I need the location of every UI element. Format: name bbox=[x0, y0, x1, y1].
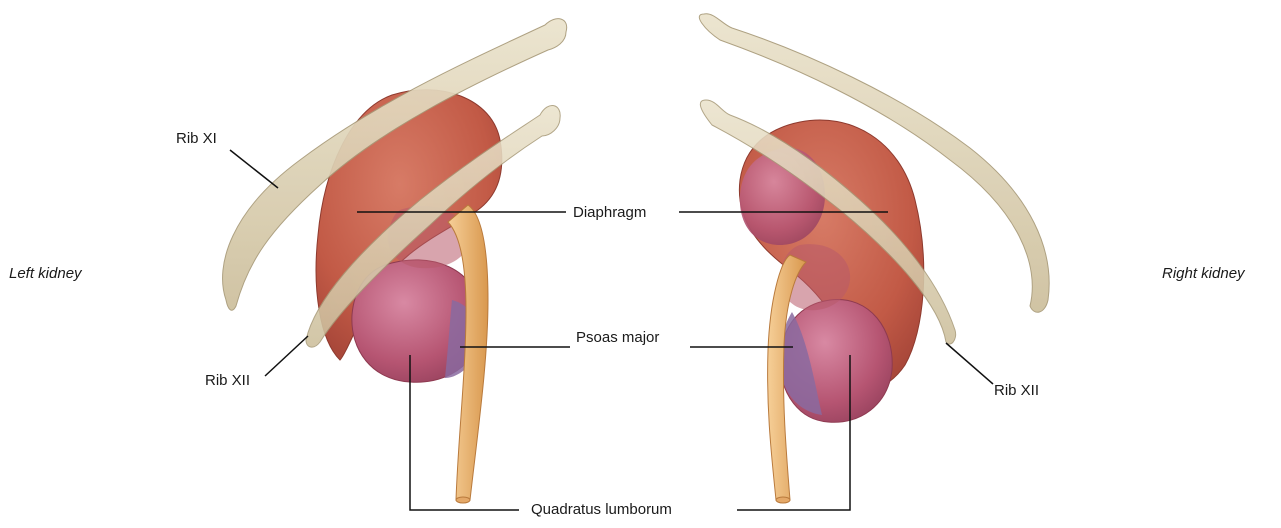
right-kidney-group bbox=[699, 14, 1049, 503]
left-kidney-label: Left kidney bbox=[9, 266, 82, 281]
rib-xii-right-label: Rib XII bbox=[994, 383, 1039, 398]
rib-xi-label: Rib XI bbox=[176, 131, 217, 146]
leader-rib-xii-right bbox=[946, 343, 993, 384]
rib-xii-left-label: Rib XII bbox=[205, 373, 250, 388]
quadratus-lumborum-label: Quadratus lumborum bbox=[531, 502, 672, 517]
diaphragm-label: Diaphragm bbox=[573, 205, 646, 220]
leader-rib-xi bbox=[230, 150, 278, 188]
left-kidney-group bbox=[223, 19, 567, 503]
leader-rib-xii-left bbox=[265, 336, 308, 376]
psoas-major-label: Psoas major bbox=[576, 330, 659, 345]
right-kidney-label: Right kidney bbox=[1162, 266, 1245, 281]
